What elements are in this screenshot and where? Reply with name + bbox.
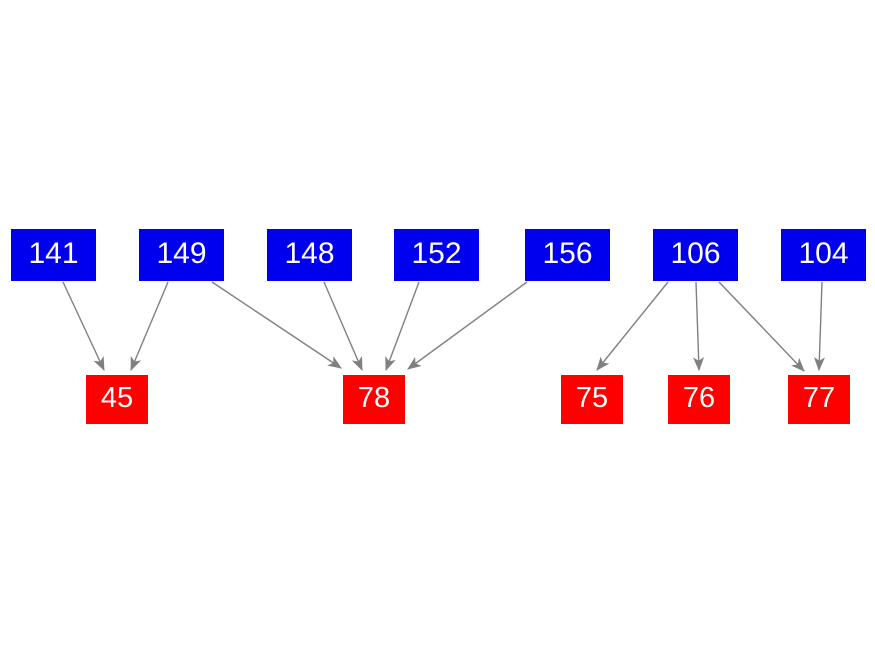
graph-node-156[interactable]: 156 <box>525 229 610 281</box>
graph-node-45[interactable]: 45 <box>86 375 148 424</box>
graph-node-104[interactable]: 104 <box>781 229 866 281</box>
node-label: 148 <box>284 237 335 270</box>
graph-node-76[interactable]: 76 <box>668 375 730 424</box>
graph-node-141[interactable]: 141 <box>11 229 96 281</box>
edge-arrow <box>211 281 342 369</box>
node-label: 77 <box>802 382 836 414</box>
node-label: 104 <box>798 237 849 270</box>
edge-arrow <box>323 281 363 372</box>
graph-node-106[interactable]: 106 <box>653 229 738 281</box>
graph-node-77[interactable]: 77 <box>788 375 850 424</box>
node-label: 75 <box>575 382 609 414</box>
node-label: 156 <box>542 237 593 270</box>
edges-group <box>62 281 826 372</box>
node-label: 106 <box>670 237 721 270</box>
node-label: 45 <box>100 382 134 414</box>
node-label: 76 <box>682 382 716 414</box>
node-label: 149 <box>156 237 207 270</box>
edge-arrow <box>813 281 826 372</box>
edge-arrow <box>718 281 805 372</box>
edge-arrow <box>385 281 420 372</box>
edge-arrow <box>62 281 105 372</box>
node-label: 141 <box>28 237 79 270</box>
graph-node-75[interactable]: 75 <box>561 375 623 424</box>
edge-arrow <box>692 281 705 372</box>
edge-arrow <box>596 281 669 371</box>
node-label: 152 <box>411 237 462 270</box>
graph-node-148[interactable]: 148 <box>267 229 352 281</box>
node-label: 78 <box>357 382 391 414</box>
edge-arrow <box>407 281 528 370</box>
graph-node-152[interactable]: 152 <box>394 229 479 281</box>
graph-node-149[interactable]: 149 <box>139 229 224 281</box>
graph-node-78[interactable]: 78 <box>343 375 405 424</box>
edge-arrow <box>130 281 169 372</box>
